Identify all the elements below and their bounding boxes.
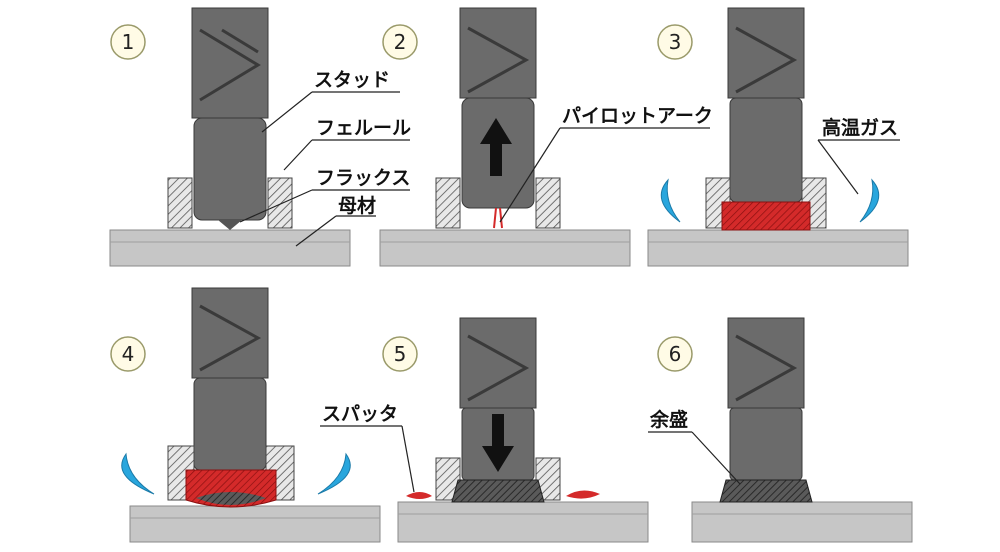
stud	[191, 7, 269, 221]
step-5-panel: 5	[382, 317, 649, 543]
base-metal-plate	[691, 501, 913, 543]
base-metal-plate	[397, 501, 649, 543]
svg-text:スパッタ: スパッタ	[322, 403, 398, 425]
label-reinforcement: 余盛	[648, 408, 741, 485]
step-number: 3	[669, 30, 682, 54]
stud	[727, 317, 805, 481]
step-6-panel: 6	[657, 317, 913, 543]
label-stud: スタッド	[261, 69, 400, 133]
label-hot-gas: 高温ガス	[817, 116, 900, 195]
base-metal-plate	[129, 505, 381, 543]
step-badge	[382, 336, 418, 372]
step-4-panel: 4	[110, 287, 381, 543]
svg-text:フェルール: フェルール	[316, 117, 411, 139]
label-base-metal: 母材	[295, 194, 376, 247]
spatter	[566, 490, 600, 499]
step-badge	[110, 336, 146, 372]
weld-reinforcement	[719, 479, 813, 503]
hot-gas-icon	[660, 178, 681, 223]
svg-text:パイロットアーク: パイロットアーク	[562, 105, 713, 127]
flux	[218, 220, 242, 230]
stud	[191, 287, 269, 471]
ferrule	[167, 177, 293, 229]
molten-arc-zone	[721, 201, 811, 231]
hot-gas-icon	[859, 178, 880, 223]
svg-text:高温ガス: 高温ガス	[822, 116, 898, 139]
svg-text:フラックス: フラックス	[316, 167, 410, 189]
label-pilot-arc: パイロットアーク	[499, 105, 713, 223]
pilot-arc	[493, 207, 503, 229]
stud	[459, 7, 537, 209]
hot-gas-icon	[317, 452, 351, 495]
ferrule	[435, 177, 561, 229]
label-ferrule: フェルール	[283, 117, 411, 171]
spatter	[406, 492, 432, 499]
step-badge	[382, 24, 418, 60]
svg-text:余盛: 余盛	[649, 408, 688, 431]
step-2-panel: 2	[379, 7, 631, 267]
step-number: 1	[122, 30, 135, 54]
step-badge	[657, 336, 693, 372]
base-metal-plate	[109, 229, 351, 267]
base-metal-plate	[647, 229, 909, 267]
hot-gas-icon	[121, 452, 155, 495]
svg-text:母材: 母材	[338, 194, 376, 217]
step-number: 5	[394, 342, 407, 366]
step-3-panel: 3	[647, 7, 909, 267]
step-number: 6	[669, 342, 682, 366]
base-metal-plate	[379, 229, 631, 267]
label-flux: フラックス	[239, 167, 410, 223]
step-number: 2	[394, 30, 407, 54]
up-arrow-icon	[480, 118, 512, 176]
solidified-weld	[451, 479, 545, 503]
step-1-panel: 1	[109, 7, 351, 267]
label-spatter: スパッタ	[320, 403, 415, 493]
step-number: 4	[122, 342, 135, 366]
down-arrow-icon	[482, 414, 514, 472]
step-badge	[110, 24, 146, 60]
svg-text:スタッド: スタッド	[314, 69, 390, 91]
step-badge	[657, 24, 693, 60]
stud	[727, 7, 805, 203]
